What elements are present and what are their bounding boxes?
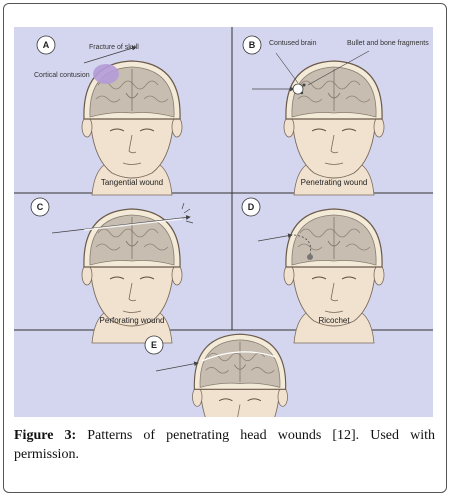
tangential-arrow [83, 45, 137, 64]
contusion-mark [93, 64, 119, 84]
label-contused-brain: Contused brain [269, 40, 317, 47]
figure-illustration: A Fracture of skull Cortical contusion T… [14, 27, 433, 417]
panel-e-arrow [155, 361, 199, 372]
panel-d-letter: D [248, 202, 255, 212]
panel-d-badge [241, 197, 261, 217]
ricochet-bullet [307, 254, 313, 260]
label-bullet-fragments: Bullet and bone fragments [347, 40, 429, 47]
panel-a-badge [36, 35, 56, 55]
perforating-arrow [51, 215, 191, 234]
panel-e-badge [144, 335, 164, 355]
panel-b: B Contused brain Bullet and bone fragmen… [242, 35, 429, 196]
panel-a: A Fracture of skull Cortical contusion T… [34, 35, 183, 196]
panel-b-letter: B [249, 40, 256, 50]
caption-text: Patterns of penetrating head wounds [12]… [14, 428, 435, 462]
panel-c-letter: C [37, 202, 44, 212]
panel-e-letter: E [151, 340, 157, 350]
bullet-fragments [292, 83, 304, 95]
panel-e: E [144, 333, 289, 417]
panel-b-badge [242, 35, 262, 55]
figure-caption: Figure 3: Patterns of penetrating head w… [14, 426, 435, 464]
panel-a-letter: A [43, 40, 50, 50]
panel-b-title: Penetrating wound [301, 178, 368, 187]
panel-a-title: Tangential wound [101, 178, 163, 187]
panel-c-title: Perforating wound [100, 316, 165, 325]
label-fracture: Fracture of skull [89, 44, 139, 51]
panel-c: C Perforating wound [30, 197, 194, 344]
ricochet-arrow [257, 233, 293, 242]
label-contusion: Cortical contusion [34, 72, 90, 79]
panel-c-badge [30, 197, 50, 217]
panel-e-path [201, 351, 277, 362]
panel-d: D Ricochet [241, 197, 385, 344]
caption-label: Figure 3: [14, 428, 77, 443]
panel-d-title: Ricochet [318, 316, 350, 325]
